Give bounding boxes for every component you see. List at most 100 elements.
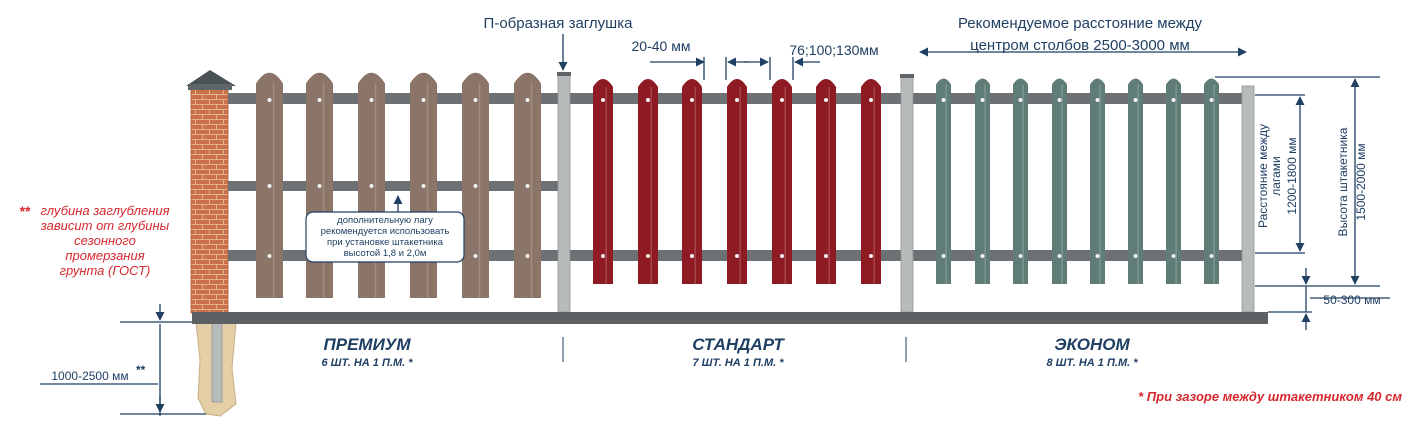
picket: [772, 79, 792, 284]
column-cap: [186, 70, 236, 86]
depth-note-line-3: сезонного: [74, 233, 136, 248]
picket: [1013, 78, 1028, 284]
depth-value-label: 1000-2500 мм: [51, 369, 128, 383]
depth-value-stars: **: [136, 363, 146, 377]
post-distance-label-2: центром столбов 2500-3000 мм: [970, 37, 1190, 54]
depth-note-line-2: зависит от глубины: [40, 218, 170, 233]
pickets-standard: [593, 79, 881, 284]
screw: [421, 98, 426, 102]
screw: [780, 98, 784, 102]
screw: [780, 254, 784, 258]
picket: [638, 79, 658, 284]
depth-note-stars: **: [19, 203, 30, 219]
picket-highlight: [1137, 84, 1139, 284]
height-value: 1500-2000 мм: [1354, 143, 1368, 220]
screw: [1171, 254, 1176, 258]
screw: [525, 98, 530, 102]
picket-highlight: [530, 83, 533, 298]
screw: [735, 98, 739, 102]
underground-post: [211, 317, 223, 403]
screw: [1209, 254, 1214, 258]
picket-highlight: [1175, 84, 1177, 284]
screw: [421, 184, 426, 188]
screw: [1057, 254, 1062, 258]
picket-highlight: [1099, 84, 1101, 284]
screw: [1095, 254, 1100, 258]
picket-highlight: [605, 87, 607, 284]
screw: [1057, 98, 1062, 102]
section-count-premium: 6 ШТ. НА 1 П.М. *: [322, 357, 414, 369]
picket-highlight: [873, 87, 875, 284]
screw: [1133, 98, 1138, 102]
rail-distance-value: 1200-1800 мм: [1285, 137, 1299, 214]
screw: [1209, 98, 1214, 102]
extra-rail-note-2: рекомендуется использовать: [321, 226, 450, 237]
screw: [941, 98, 946, 102]
rail-distance-label-2: лагами: [1269, 156, 1283, 195]
picket-highlight: [650, 87, 652, 284]
picket-highlight: [478, 83, 481, 298]
screw: [1171, 98, 1176, 102]
screw: [601, 254, 605, 258]
screw: [824, 98, 828, 102]
depth-note-line-1: глубина заглубления: [40, 203, 169, 218]
section-count-economy: 8 ШТ. НА 1 П.М. *: [1047, 357, 1139, 369]
screw: [690, 98, 694, 102]
screw: [1095, 98, 1100, 102]
screw: [267, 254, 272, 258]
section-name-economy: ЭКОНОМ: [1054, 335, 1130, 354]
screw: [267, 184, 272, 188]
post-distance-label-1: Рекомендуемое расстояние между: [958, 15, 1203, 32]
screw: [869, 254, 873, 258]
screw: [980, 98, 985, 102]
width-label: 76;100;130мм: [789, 42, 878, 58]
depth-note-line-5: грунта (ГОСТ): [60, 263, 151, 278]
screw: [473, 184, 478, 188]
height-label: Высота штакетника: [1336, 127, 1350, 236]
picket: [1128, 78, 1143, 284]
depth-note-line-4: промерзания: [65, 248, 144, 263]
rail-distance-label-1: Расстояние между: [1256, 124, 1270, 228]
picket: [593, 79, 613, 284]
picket: [1052, 78, 1067, 284]
picket-highlight: [694, 87, 696, 284]
screw: [1018, 98, 1023, 102]
u-cap-label: П-образная заглушка: [484, 15, 634, 32]
picket-highlight: [828, 87, 830, 284]
picket: [975, 78, 990, 284]
picket-highlight: [1061, 84, 1063, 284]
brick-column: [186, 70, 237, 417]
screw: [267, 98, 272, 102]
screw: [646, 254, 650, 258]
ground-gap-label: 50-300 мм: [1323, 293, 1380, 307]
screw: [690, 254, 694, 258]
screw: [525, 254, 530, 258]
u-cap: [557, 72, 571, 76]
picket: [1166, 78, 1181, 284]
screw: [735, 254, 739, 258]
picket-highlight: [1022, 84, 1024, 284]
screw: [601, 98, 605, 102]
screw: [473, 98, 478, 102]
screw: [646, 98, 650, 102]
picket-highlight: [739, 87, 741, 284]
picket-highlight: [1213, 84, 1215, 284]
picket-highlight: [984, 84, 986, 284]
extra-rail-note-4: высотой 1,8 и 2,0м: [344, 248, 427, 259]
screw: [317, 98, 322, 102]
picket: [682, 79, 702, 284]
picket: [936, 78, 951, 284]
posts: [557, 72, 1255, 313]
screw: [525, 184, 530, 188]
base-beam: [192, 312, 1268, 324]
picket: [1090, 78, 1105, 284]
picket: [816, 79, 836, 284]
section-name-standard: СТАНДАРТ: [692, 335, 785, 354]
section-name-premium: ПРЕМИУМ: [324, 335, 412, 354]
pickets-economy: [936, 78, 1219, 284]
picket: [861, 79, 881, 284]
screw: [869, 98, 873, 102]
extra-rail-note-3: при установке штакетника: [327, 237, 444, 248]
